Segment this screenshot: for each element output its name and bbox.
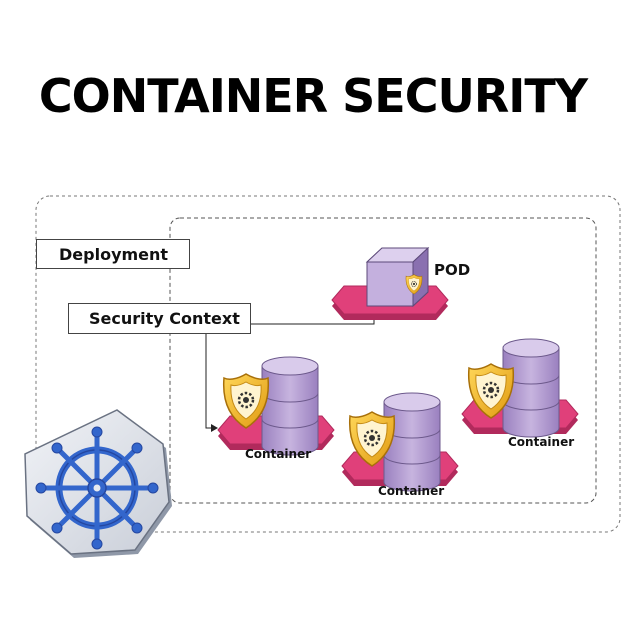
container-label-2: Container [378, 484, 445, 498]
database-cylinder-icon [383, 392, 441, 492]
kubernetes-helm-icon [24, 409, 172, 558]
page-title: CONTAINER SECURITY [38, 69, 588, 123]
container-label-3: Container [508, 435, 575, 449]
deployment-frame [35, 195, 621, 533]
security-context-label: Security Context [68, 303, 251, 334]
container-node-3 [461, 338, 579, 438]
deployment-label: Deployment [36, 239, 190, 269]
connector-to-container [205, 334, 218, 432]
pod-label: POD [434, 261, 471, 279]
container-node-2 [341, 392, 459, 492]
database-cylinder-icon [261, 356, 319, 456]
container-node-1 [217, 356, 335, 456]
security-context-frame [169, 217, 597, 504]
container-label-1: Container [245, 447, 312, 461]
cube-icon [365, 246, 430, 308]
